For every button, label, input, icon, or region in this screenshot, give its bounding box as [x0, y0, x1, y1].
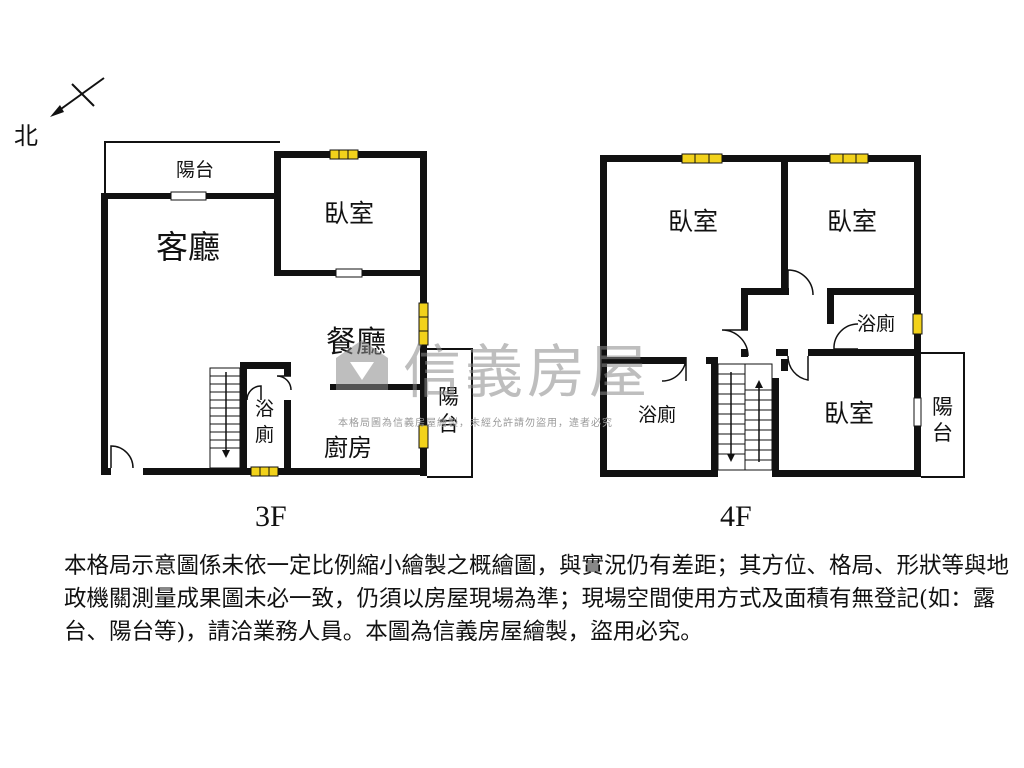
- north-label: 北: [14, 122, 38, 150]
- floor-3f-windows: [170, 149, 429, 477]
- disclaimer-text: 本格局示意圖係未依一定比例縮小繪製之概繪圖，與實況仍有差距；其方位、格局、形狀等…: [64, 553, 1010, 645]
- floor-label-3f: 3F: [255, 500, 287, 533]
- watermark-notice: 本格局圖為信義房屋繪製，未經允許請勿盜用，違者必究: [338, 418, 613, 429]
- floor-3f-walls: [101, 141, 473, 478]
- room-bathroom-left-4f: 浴廁: [638, 403, 676, 426]
- watermark-logo: 信義房屋: [336, 338, 651, 406]
- watermark-brand: 信義房屋: [403, 338, 651, 406]
- floor-4f-walls: [600, 155, 965, 478]
- floor-4f-doors: [661, 269, 859, 382]
- room-bedroom-right-4f: 臥室: [827, 207, 877, 236]
- room-balcony-top-3f: 陽台: [176, 159, 214, 181]
- floor-3f-doors: [110, 375, 292, 469]
- room-living-3f: 客廳: [156, 228, 220, 266]
- floor-label-4f: 4F: [720, 500, 752, 533]
- room-bathroom-right-4f: 浴廁: [857, 312, 895, 335]
- room-kitchen-3f: 廚房: [324, 434, 372, 462]
- room-bedroom-left-4f: 臥室: [668, 207, 718, 236]
- floor-4f-stairs: [717, 363, 773, 471]
- room-bedroom-bottom-4f: 臥室: [824, 399, 874, 428]
- room-bedroom-3f: 臥室: [324, 199, 374, 228]
- room-bathroom-3f: 浴廁: [255, 398, 274, 446]
- room-balcony-4f: 陽台: [932, 395, 953, 445]
- floor-4f-windows: [681, 153, 923, 427]
- north-arrow-icon: [50, 77, 105, 117]
- floor-3f-stairs: [209, 367, 241, 469]
- room-balcony-right-3f: 陽台: [438, 385, 459, 436]
